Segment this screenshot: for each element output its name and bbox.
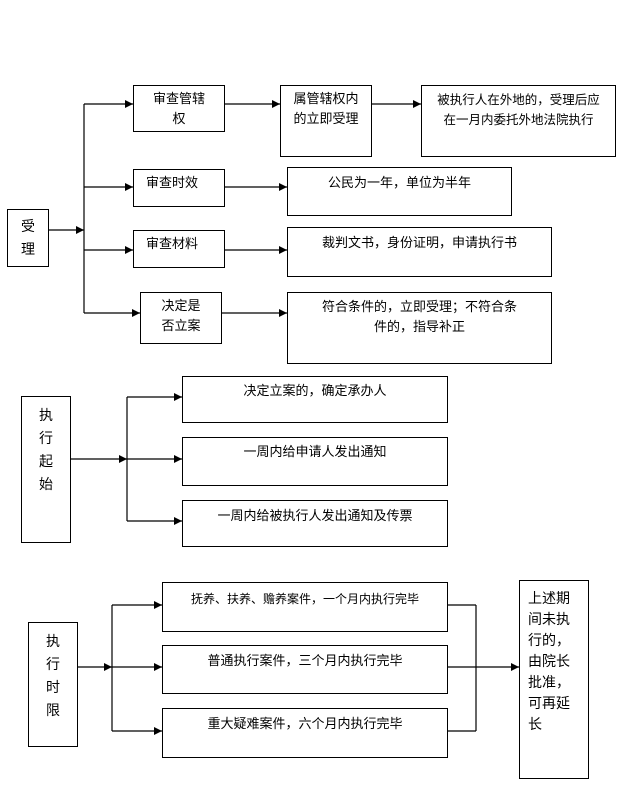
node-limit-item-2: 普通执行案件，三个月内执行完毕 (162, 645, 448, 694)
node-filing-result: 符合条件的，立即受理；不符合条 件的，指导补正 (287, 292, 552, 364)
node-execution-start: 执 行 起 始 (21, 396, 71, 543)
node-accept-immediately-label: 属管辖权内 的立即受理 (293, 92, 359, 127)
node-start-item-1: 决定立案的，确定承办人 (182, 376, 448, 423)
node-check-jurisdiction: 审查管辖 权 (133, 85, 225, 132)
node-start-item-3-label: 一周内给被执行人发出通知及传票 (217, 509, 413, 524)
node-start-item-1-label: 决定立案的，确定承办人 (243, 384, 387, 399)
node-entrust-out-of-town-label: 被执行人在外地的，受理后应 在一月内委托外地法院执行 (437, 92, 600, 127)
node-execution-limit-label: 执 行 时 限 (46, 634, 60, 719)
node-check-materials: 审查材料 (133, 230, 225, 268)
node-check-timeliness-label: 审查时效 (146, 176, 199, 191)
node-materials-result-label: 裁判文书，身份证明，申请执行书 (321, 236, 517, 251)
node-timeliness-result-label: 公民为一年，单位为半年 (327, 176, 471, 191)
node-execution-limit: 执 行 时 限 (28, 622, 78, 747)
node-extension-label: 上述期 间未执 行的， 由院长 批准， 可再延 长 (528, 591, 570, 733)
node-start-item-2-label: 一周内给申请人发出通知 (243, 445, 387, 460)
node-limit-item-1: 抚养、扶养、赡养案件，一个月内执行完毕 (162, 582, 448, 632)
node-limit-item-1-label: 抚养、扶养、赡养案件，一个月内执行完毕 (190, 592, 419, 606)
node-entrust-out-of-town: 被执行人在外地的，受理后应 在一月内委托外地法院执行 (421, 85, 616, 157)
node-start-item-3: 一周内给被执行人发出通知及传票 (182, 500, 448, 547)
node-decide-filing-label: 决定是 否立案 (161, 299, 201, 334)
node-start-item-2: 一周内给申请人发出通知 (182, 437, 448, 486)
node-accept-root: 受 理 (7, 209, 49, 267)
node-check-timeliness: 审查时效 (133, 169, 225, 207)
node-limit-item-2-label: 普通执行案件，三个月内执行完毕 (207, 654, 403, 669)
node-check-jurisdiction-label: 审查管辖 权 (152, 92, 205, 127)
node-timeliness-result: 公民为一年，单位为半年 (287, 167, 512, 216)
node-decide-filing: 决定是 否立案 (140, 292, 222, 344)
node-materials-result: 裁判文书，身份证明，申请执行书 (287, 227, 552, 277)
node-filing-result-label: 符合条件的，立即受理；不符合条 件的，指导补正 (321, 300, 517, 335)
node-limit-item-3-label: 重大疑难案件，六个月内执行完毕 (207, 717, 403, 732)
node-limit-item-3: 重大疑难案件，六个月内执行完毕 (162, 708, 448, 758)
node-check-materials-label: 审查材料 (146, 237, 199, 252)
node-accept-root-label: 受 理 (21, 219, 35, 258)
node-extension: 上述期 间未执 行的， 由院长 批准， 可再延 长 (519, 580, 589, 779)
node-accept-immediately: 属管辖权内 的立即受理 (280, 85, 372, 157)
node-execution-start-label: 执 行 起 始 (39, 408, 53, 493)
